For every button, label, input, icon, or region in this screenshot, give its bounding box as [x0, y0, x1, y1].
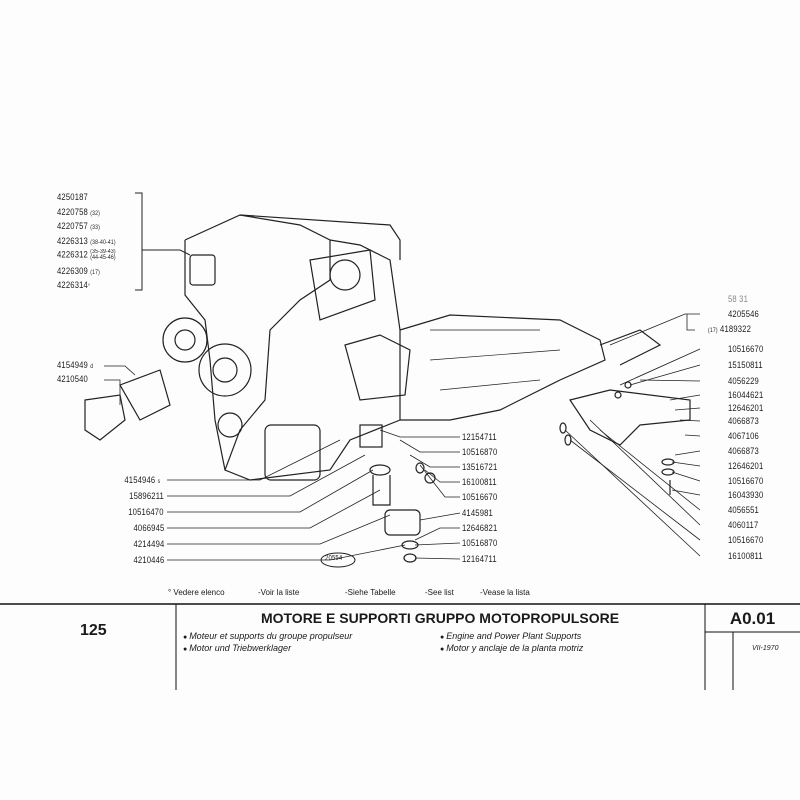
- part-number: 16044621: [728, 390, 764, 400]
- part-number: 4210446: [133, 555, 164, 565]
- part-number: 12164711: [462, 554, 497, 564]
- engine-drawing: [84, 214, 691, 563]
- part-number: 4145981: [462, 508, 493, 518]
- part-number: 10516470: [128, 507, 164, 517]
- part-number: 4226314°: [57, 280, 91, 290]
- part-number: 4205546: [728, 309, 759, 319]
- part-number: 4210540: [57, 374, 88, 384]
- part-number: 4250187: [57, 192, 88, 202]
- part-number: 4226313 (38-40-41): [57, 236, 116, 246]
- part-number: 4056229: [728, 376, 759, 386]
- drawing-number: 20554: [325, 555, 343, 562]
- legend-item: -Vease la lista: [480, 588, 530, 597]
- part-number: 4066873: [728, 446, 759, 456]
- part-number: 12646821: [462, 523, 498, 533]
- part-number: 16043930: [728, 490, 764, 500]
- part-number: 4154946 s: [123, 475, 160, 485]
- part-number: 13516721: [462, 462, 498, 472]
- legend-item: -Voir la liste: [258, 588, 300, 597]
- part-number: 10516670: [462, 492, 498, 502]
- part-number: 12646201: [728, 461, 764, 471]
- part-number: 15896211: [129, 491, 164, 501]
- page-number: 125: [80, 622, 107, 639]
- part-number: 12646201: [728, 403, 764, 413]
- subtitle-en: Engine and Power Plant Supports: [440, 631, 581, 641]
- part-number: 4154949 d: [57, 360, 94, 370]
- part-number: 16100811: [462, 477, 497, 487]
- part-number: 4226312 (35-39-43) (44-45-46): [57, 249, 116, 261]
- page-title: MOTORE E SUPPORTI GRUPPO MOTOPROPULSORE: [260, 610, 620, 626]
- part-number: 4220758 (32): [57, 207, 101, 217]
- subtitle-fr: Moteur et supports du groupe propulseur: [183, 631, 352, 641]
- leader-lines: [104, 313, 701, 561]
- section-code: A0.01: [729, 609, 776, 628]
- part-number: 16100811: [728, 551, 763, 561]
- part-number: 10516870: [462, 538, 498, 548]
- part-number: (17) 4189322: [708, 324, 752, 334]
- part-number: 4060117: [728, 520, 759, 530]
- part-number: 12154711: [462, 432, 497, 442]
- right-list-header: 58 31: [728, 294, 749, 304]
- part-number: 4214494: [133, 539, 164, 549]
- subtitle-de: Motor und Triebwerklager: [183, 643, 291, 653]
- part-number: 10516870: [462, 447, 498, 457]
- part-number: 10516670: [728, 476, 764, 486]
- legend-item: -Siehe Tabelle: [345, 588, 396, 597]
- drawing-number-oval: [320, 552, 356, 568]
- part-number: 15150811: [728, 360, 763, 370]
- legend-item: ° Vedere elenco: [168, 588, 225, 597]
- part-number: 4066873: [728, 416, 759, 426]
- footer-frame: [0, 603, 800, 690]
- part-number: 4056551: [728, 505, 759, 515]
- part-number: 10516670: [728, 535, 764, 545]
- legend-item: -See list: [425, 588, 454, 597]
- part-number: 4066945: [133, 523, 164, 533]
- part-number: 10516670: [728, 344, 764, 354]
- header-bracket: [135, 192, 191, 291]
- part-number: 4067106: [728, 431, 759, 441]
- part-number: 4226309 (17): [57, 266, 101, 276]
- part-number: 4220757 (33): [57, 221, 101, 231]
- subtitle-es: Motor y anclaje de la planta motriz: [440, 643, 583, 653]
- issue-date: VII-1970: [752, 645, 779, 652]
